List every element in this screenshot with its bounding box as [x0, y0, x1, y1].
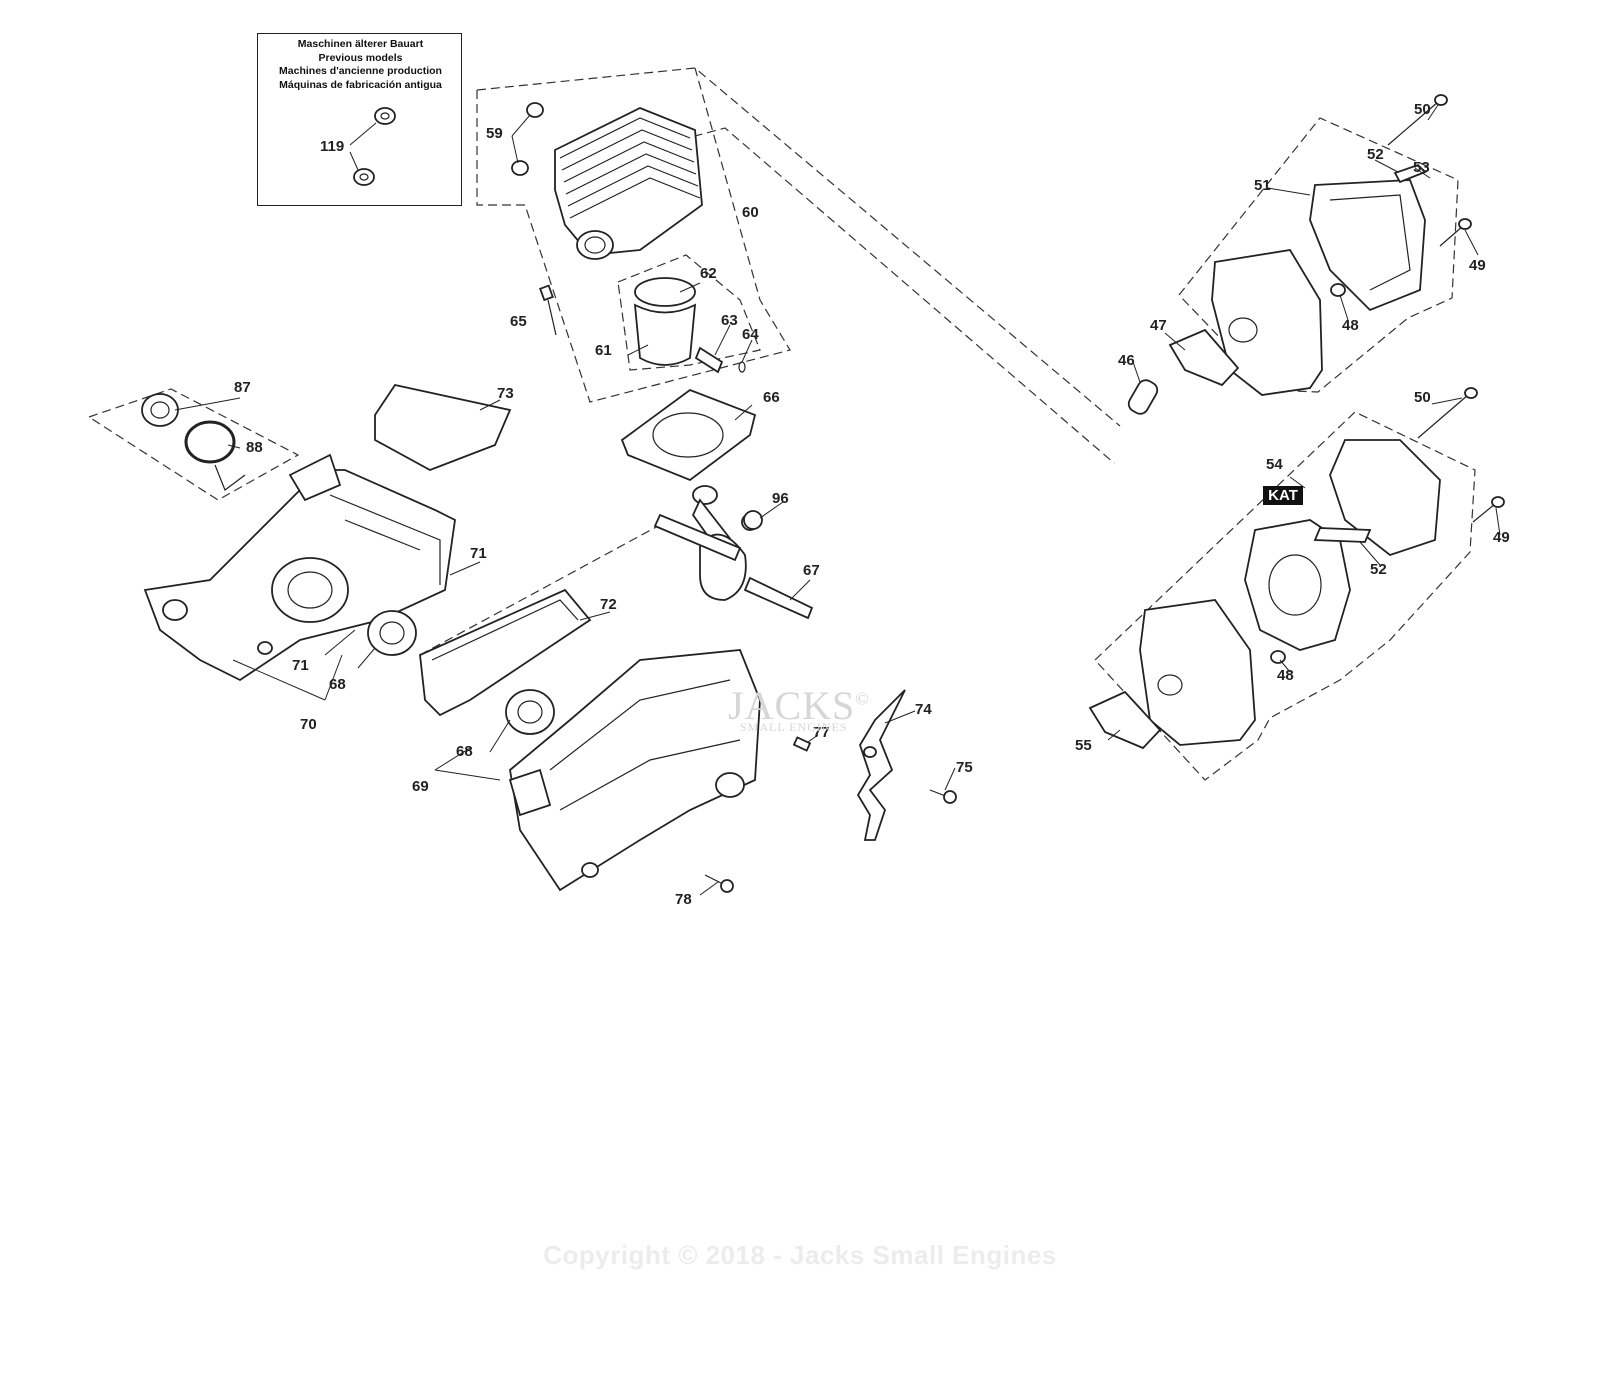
part-label-49-lower: 49 [1493, 529, 1510, 546]
part-label-69: 69 [412, 778, 429, 795]
gasket-66 [620, 388, 757, 482]
part-label-52-lower: 52 [1370, 561, 1387, 578]
crankshaft-67 [653, 485, 814, 620]
part-label-60: 60 [742, 204, 759, 221]
part-label-74: 74 [915, 701, 932, 718]
o-ring-88 [184, 420, 246, 491]
part-label-47: 47 [1150, 317, 1167, 334]
part-label-72: 72 [600, 596, 617, 613]
muffler-upper-51 [1127, 94, 1472, 415]
screw-77 [792, 736, 812, 752]
part-label-96: 96 [772, 490, 789, 507]
part-label-70: 70 [300, 716, 317, 733]
crankcase-left-70 [143, 453, 456, 682]
part-label-68-left: 68 [329, 676, 346, 693]
legacy-title-es: Máquinas de fabricación antigua [279, 78, 442, 91]
part-label-59: 59 [486, 125, 503, 142]
legacy-models-title: Maschinen älterer Bauart Previous models… [258, 38, 463, 92]
part-label-55: 55 [1075, 737, 1092, 754]
screw-78 [704, 874, 734, 893]
part-label-62: 62 [700, 265, 717, 282]
part-label-71-lower: 71 [292, 657, 309, 674]
chain-catcher-74 [856, 689, 906, 841]
part-label-51: 51 [1254, 177, 1271, 194]
gasket-73 [374, 383, 512, 471]
oil-pump-87 [141, 393, 179, 427]
part-label-54: 54 [1266, 456, 1283, 473]
crankcase-right-69 [508, 649, 761, 892]
part-label-88: 88 [246, 439, 263, 456]
part-label-66: 66 [763, 389, 780, 406]
legacy-title-fr: Machines d'ancienne production [279, 65, 442, 77]
legacy-title-en: Previous models [318, 51, 403, 64]
jacks-watermark-brand: JACKS [728, 683, 856, 728]
copyright-notice: Copyright © 2018 - Jacks Small Engines [543, 1240, 1057, 1270]
screw-75 [929, 789, 957, 804]
gasket-72 [419, 588, 592, 717]
part-label-77: 77 [813, 724, 830, 741]
part-label-48-lower: 48 [1277, 667, 1294, 684]
part-label-63: 63 [721, 312, 738, 329]
part-label-119: 119 [320, 138, 345, 155]
part-label-65: 65 [510, 313, 527, 330]
legacy-title-de: Maschinen älterer Bauart [297, 38, 424, 50]
part-label-64: 64 [742, 326, 759, 343]
washer-119 [349, 107, 396, 186]
part-label-87: 87 [234, 379, 251, 396]
kat-badge: KAT [1263, 486, 1303, 505]
part-label-50-upper: 50 [1414, 101, 1431, 118]
part-label-50-lower: 50 [1414, 389, 1431, 406]
muffler-lower-54 [1088, 387, 1505, 750]
bolt-65 [539, 284, 557, 336]
part-label-67: 67 [803, 562, 820, 579]
part-label-75: 75 [956, 759, 973, 776]
jacks-watermark-subtitle: SMALL ENGINES [740, 720, 848, 734]
part-label-73: 73 [497, 385, 514, 402]
bearing-68-right [505, 689, 555, 735]
part-label-52-upper: 52 [1367, 146, 1384, 163]
jacks-watermark-mark: © [855, 688, 870, 709]
part-label-46: 46 [1118, 352, 1135, 369]
piston-61 [633, 277, 746, 374]
part-label-48-upper: 48 [1342, 317, 1359, 334]
part-label-61: 61 [595, 342, 612, 359]
bearing-68-left [367, 610, 417, 656]
cylinder-60 [511, 102, 703, 260]
part-label-78: 78 [675, 891, 692, 908]
needle-bearing-96 [743, 510, 763, 530]
legacy-models-box: Maschinen älterer Bauart Previous models… [257, 33, 462, 206]
part-label-49-upper: 49 [1469, 257, 1486, 274]
part-label-68-right: 68 [456, 743, 473, 760]
part-label-53: 53 [1413, 159, 1430, 176]
part-label-71-upper: 71 [470, 545, 487, 562]
jacks-watermark: JACKS© [728, 682, 870, 729]
